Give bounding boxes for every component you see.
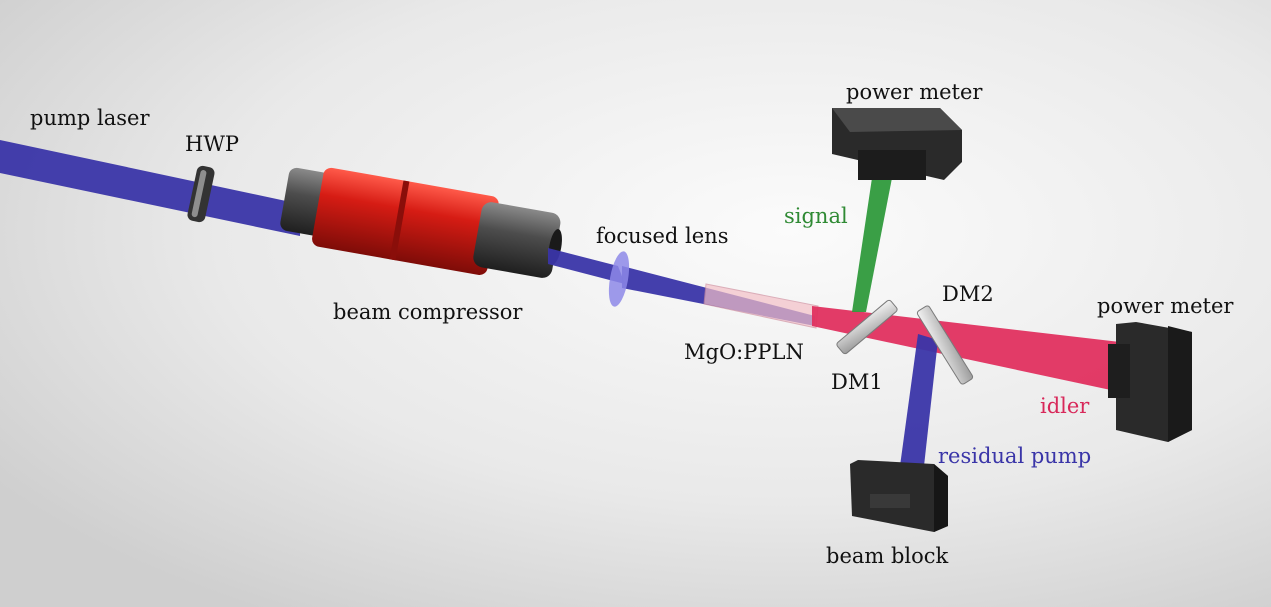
pump-beam-focusing (548, 248, 625, 284)
pump-beam-input (0, 140, 300, 236)
focused-lens-shape (608, 251, 630, 307)
dm1-label: DM1 (831, 370, 883, 394)
beam-block-shape (850, 460, 948, 532)
power-meter-signal-label: power meter (846, 80, 983, 104)
idler-beam (812, 306, 1120, 392)
signal-beam (852, 178, 892, 312)
idler-power-meter (1108, 322, 1192, 442)
beam-block-label: beam block (826, 544, 949, 568)
hwp-label: HWP (185, 132, 240, 156)
signal-power-meter (832, 108, 962, 180)
dm1-mirror (836, 299, 898, 355)
residual-pump-label: residual pump (938, 444, 1092, 468)
signal-label: signal (784, 204, 848, 228)
dm2-mirror (916, 305, 974, 385)
focused-lens-label: focused lens (596, 224, 729, 248)
power-meter-idler-label: power meter (1097, 294, 1234, 318)
pump-laser-label: pump laser (30, 106, 150, 130)
idler-label: idler (1040, 394, 1090, 418)
dm2-label: DM2 (942, 282, 994, 306)
crystal-label: MgO:PPLN (684, 340, 804, 364)
beam-compressor-label: beam compressor (333, 300, 523, 324)
crystal-shape (703, 283, 819, 329)
hwp-plate (187, 165, 215, 223)
beam-compressor (280, 167, 562, 278)
residual-pump-beam (900, 334, 938, 466)
